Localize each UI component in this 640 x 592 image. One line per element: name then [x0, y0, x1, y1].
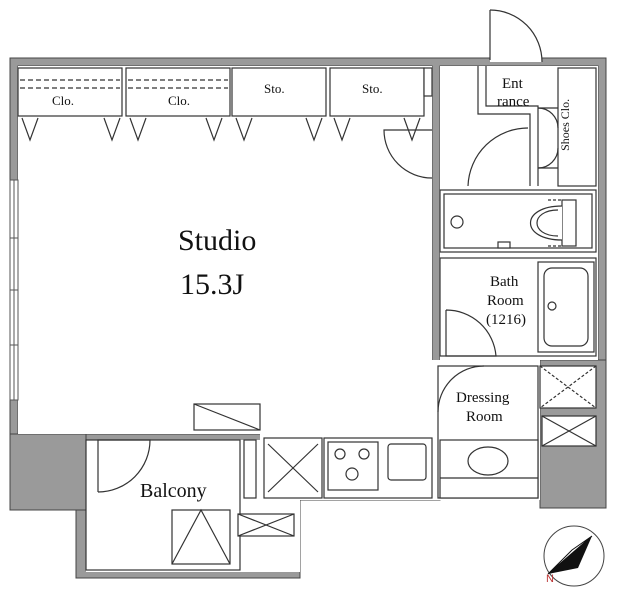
kitchen — [243, 437, 433, 499]
dressing-label-line2: Room — [466, 409, 503, 425]
closets — [17, 67, 433, 117]
storage-label-1: Sto. — [264, 81, 285, 96]
entrance-area — [383, 9, 597, 187]
closet-doors — [21, 117, 421, 142]
entrance-label-line2: rance — [497, 94, 530, 110]
shoes-closet-label: Shoes Clo. — [558, 98, 573, 151]
toilet-room — [439, 189, 597, 253]
entrance-label-line1: Ent — [502, 76, 523, 92]
compass-icon: N — [543, 525, 605, 587]
studio-area: 15.3J — [180, 268, 245, 301]
closet-label-2: Clo. — [168, 93, 191, 108]
bath-label-line1: Bath — [490, 274, 519, 290]
compass-north-label: N — [546, 573, 554, 585]
balcony-area — [85, 439, 295, 571]
bath-room — [439, 257, 597, 357]
dressing-label-line1: Dressing — [456, 390, 510, 406]
closet-label-1: Clo. — [52, 93, 75, 108]
dressing-room — [437, 365, 597, 499]
left-window — [9, 179, 19, 401]
balcony-label: Balcony — [140, 480, 207, 502]
studio-details — [193, 403, 261, 431]
bath-label-line3: (1216) — [486, 312, 526, 328]
storage-label-2: Sto. — [362, 81, 383, 96]
studio-name: Studio — [178, 224, 257, 257]
bath-label-line2: Room — [487, 293, 524, 309]
